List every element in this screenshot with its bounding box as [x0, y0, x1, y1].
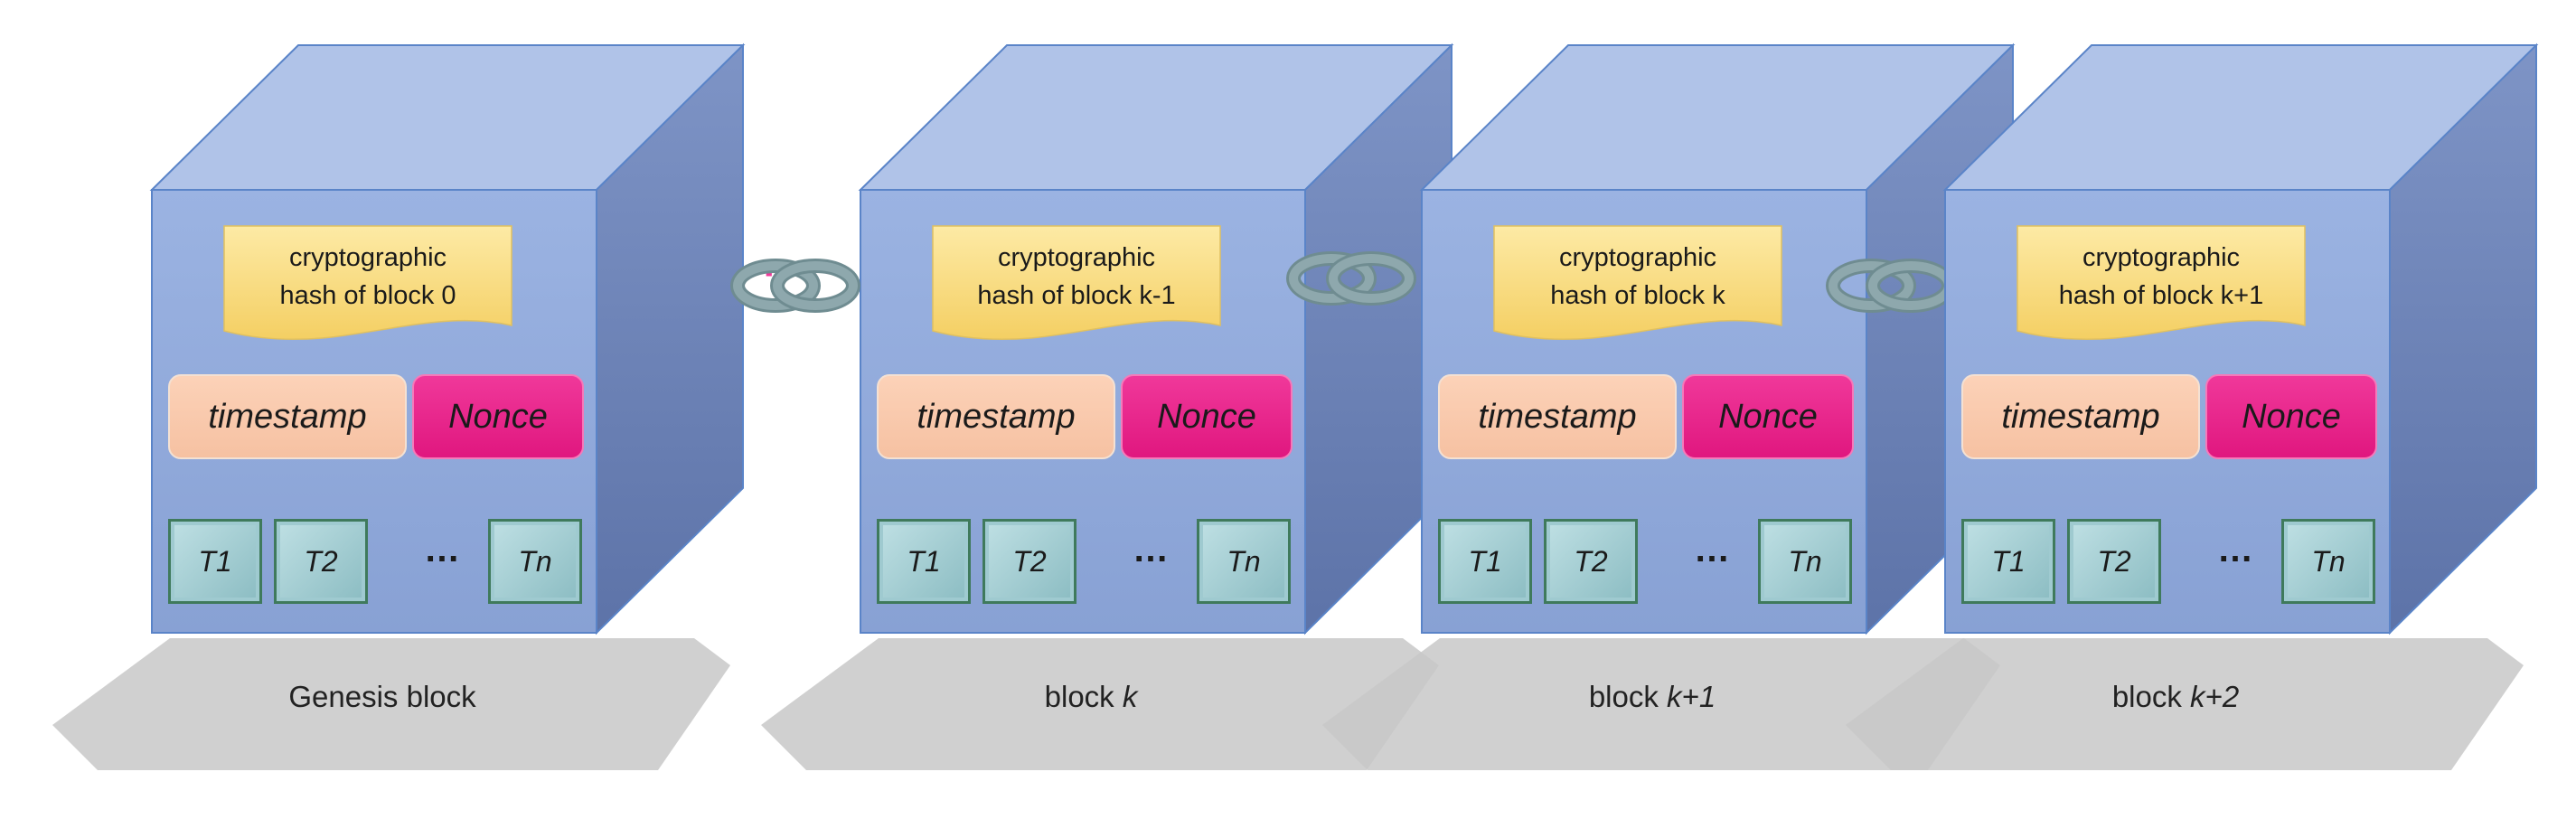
chain-link-icon [1826, 259, 1956, 313]
floor-shadow [1322, 638, 2000, 770]
floor-shadow [1846, 638, 2524, 770]
chain-link-icon [1286, 251, 1416, 306]
floor-shadow [761, 638, 1439, 770]
floor-shadow [52, 638, 730, 770]
chain-link-icon [730, 259, 860, 313]
